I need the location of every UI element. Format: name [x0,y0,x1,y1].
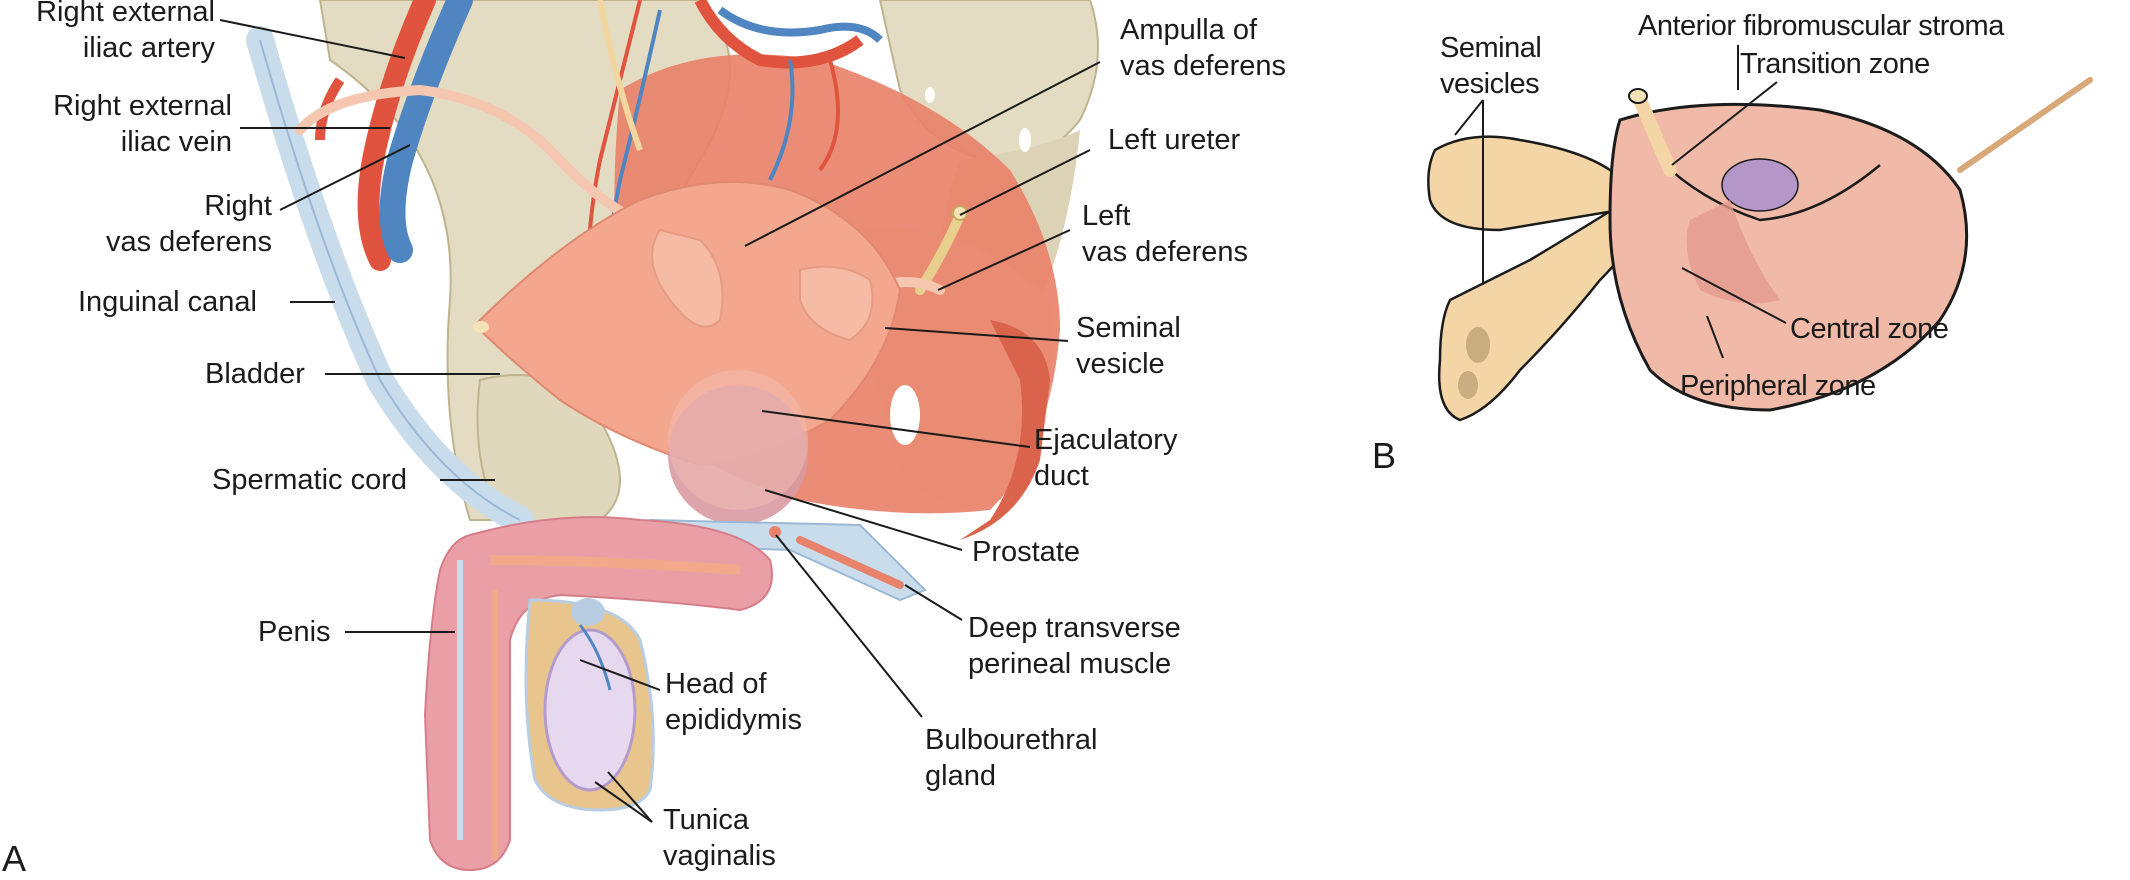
leader-tunica-vaginalis-2 [607,771,653,823]
label-right-external-iliac-artery: Right external iliac artery [36,0,215,64]
scrotum [524,598,655,812]
leader-prostate [764,489,963,551]
leader-right-external-iliac-artery [219,19,406,59]
label-ejaculatory-duct: Ejaculatory duct [1034,424,1178,492]
label-transition-zone: Transition zone [1740,48,1930,80]
leader-ejaculatory-duct [761,410,1031,448]
seminal-vesicles-drawing [1427,135,1652,422]
label-right-vas-deferens: Right vas deferens [105,190,272,258]
label-penis: Penis [258,616,331,648]
label-spermatic-cord: Spermatic cord [212,464,408,496]
leader-deep-transverse-perineal-muscle [904,584,963,621]
leader-left-ureter [959,149,1091,216]
label-tunica-vaginalis: Tunica vaginalis [663,804,776,872]
leader-tunica-vaginalis-1 [594,781,653,823]
panel-letter-a: A [2,838,27,879]
leader-central-zone [1681,267,1787,324]
panel-letter-b: B [1372,435,1397,476]
penis [423,516,773,872]
label-head-of-epididymis: Head of epididymis [665,668,802,736]
label-central-zone: Central zone [1790,313,1949,345]
label-deep-transverse-perineal-muscle: Deep transverse perineal muscle [968,612,1181,680]
label-ampulla-of-vas-deferens: Ampulla of vas deferens [1120,14,1287,82]
label-left-vas-deferens: Left vas deferens [1082,200,1249,268]
leader-transition-zone [1671,81,1778,166]
leader-left-vas-deferens [937,229,1071,291]
leader-head-of-epididymis [579,659,661,691]
label-anterior-fibromuscular-stroma: Anterior fibromuscular stroma [1638,10,2004,42]
label-prostate: Prostate [972,536,1080,568]
label-bulbourethral-gland: Bulbourethral gland [925,724,1098,792]
label-left-ureter: Left ureter [1108,124,1241,156]
label-right-external-iliac-vein: Right external iliac vein [53,90,232,158]
leader-bulbourethral-gland [775,534,923,718]
leader-seminal-vesicle [884,327,1069,342]
leader-peripheral-zone [1706,315,1724,359]
leader-right-vas-deferens [279,144,411,211]
label-inguinal-canal: Inguinal canal [78,286,257,318]
prostate-zones-drawing [1608,77,2093,412]
label-bladder: Bladder [205,358,305,390]
label-seminal-vesicle: Seminal vesicle [1076,312,1181,380]
prostate [668,370,808,525]
leader-seminal-vesicles-1 [1454,99,1484,136]
bladder [473,181,902,467]
label-seminal-vesicles: Seminal vesicles [1440,32,1542,100]
spermatic-cord [246,26,534,534]
leader-ampulla [744,61,1101,247]
label-peripheral-zone: Peripheral zone [1680,370,1876,402]
